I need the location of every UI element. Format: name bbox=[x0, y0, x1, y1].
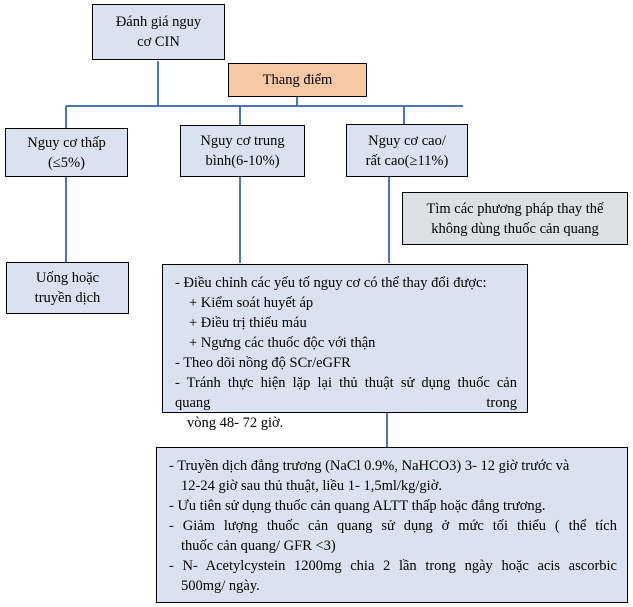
node-risk-low-line-2: (≤5%) bbox=[48, 154, 85, 171]
protocol-line-2: 12-24 giờ sau thủ thuật, liều 1- 1,5ml/k… bbox=[181, 478, 443, 494]
node-root-assessment[interactable]: Đánh giá nguy cơ CIN bbox=[92, 4, 225, 60]
node-root-line-2: cơ CIN bbox=[137, 34, 180, 50]
protocol-line-5: thuốc cản quang/ GFR <3) bbox=[181, 538, 336, 554]
node-root-text: Đánh giá nguy cơ CIN bbox=[116, 12, 201, 52]
node-hydration-line-1: Uống hoặc bbox=[35, 270, 100, 286]
node-prevention-protocol[interactable]: - Truyền dịch đẳng trương (NaCl 0.9%, Na… bbox=[156, 447, 628, 603]
protocol-line-1: - Truyền dịch đẳng trương (NaCl 0.9%, Na… bbox=[169, 458, 570, 474]
node-hydration-text: Uống hoặc truyền dịch bbox=[35, 268, 101, 308]
node-hydration-oral[interactable]: Uống hoặc truyền dịch bbox=[6, 262, 129, 314]
node-root-line-1: Đánh giá nguy bbox=[115, 14, 202, 30]
management-line-2: + Kiểm soát huyết áp bbox=[189, 295, 314, 311]
protocol-line-6: - N- Acetylcystein 1200mg chia 2 lần tro… bbox=[169, 558, 617, 574]
node-score-label: Thang điểm bbox=[262, 72, 333, 88]
node-alternative-text: Tìm các phương pháp thay thế không dùng … bbox=[427, 199, 604, 239]
node-risk-management[interactable]: - Điều chỉnh các yếu tố nguy cơ có thể t… bbox=[162, 264, 528, 431]
node-risk-medium[interactable]: Nguy cơ trung bình(6-10%) bbox=[180, 125, 305, 177]
node-risk-high-line-1: Nguy cơ cao/ bbox=[368, 132, 446, 149]
node-risk-medium-line-1: Nguy cơ trung bbox=[200, 133, 285, 149]
management-line-3: + Điều trị thiếu máu bbox=[189, 315, 307, 331]
node-risk-low-line-1: Nguy cơ thấp bbox=[27, 134, 106, 151]
node-alternative-line-2: không dùng thuốc cản quang bbox=[431, 220, 599, 237]
protocol-line-4: - Giảm lượng thuốc cản quang sử dụng ở m… bbox=[169, 518, 617, 534]
management-line-7: vòng 48- 72 giờ. bbox=[187, 415, 284, 431]
management-line-5: - Theo dõi nồng độ SCr/eGFR bbox=[175, 355, 351, 371]
protocol-line-3: - Ưu tiên sử dụng thuốc cản quang ALTT t… bbox=[169, 498, 546, 514]
protocol-line-7: 500mg/ ngày. bbox=[181, 578, 260, 594]
node-risk-high-line-2: rất cao(≥11%) bbox=[365, 152, 449, 169]
node-score-scale[interactable]: Thang điểm bbox=[228, 63, 367, 97]
node-risk-low[interactable]: Nguy cơ thấp (≤5%) bbox=[5, 128, 128, 177]
node-risk-high-text: Nguy cơ cao/ rất cao(≥11%) bbox=[366, 131, 449, 171]
node-risk-high[interactable]: Nguy cơ cao/ rất cao(≥11%) bbox=[346, 124, 468, 177]
node-alternative-methods[interactable]: Tìm các phương pháp thay thế không dùng … bbox=[402, 192, 628, 245]
node-risk-medium-text: Nguy cơ trung bình(6-10%) bbox=[200, 131, 284, 171]
management-line-1: - Điều chỉnh các yếu tố nguy cơ có thể t… bbox=[175, 275, 487, 291]
node-hydration-line-2: truyền dịch bbox=[34, 290, 101, 306]
management-line-6: - Tránh thực hiện lặp lại thủ thuật sử d… bbox=[175, 375, 517, 411]
node-risk-medium-line-2: bình(6-10%) bbox=[205, 153, 280, 169]
node-risk-low-text: Nguy cơ thấp (≤5%) bbox=[27, 133, 106, 173]
node-alternative-line-1: Tìm các phương pháp thay thế bbox=[426, 200, 604, 217]
management-line-4: + Ngưng các thuốc độc với thận bbox=[189, 335, 376, 351]
